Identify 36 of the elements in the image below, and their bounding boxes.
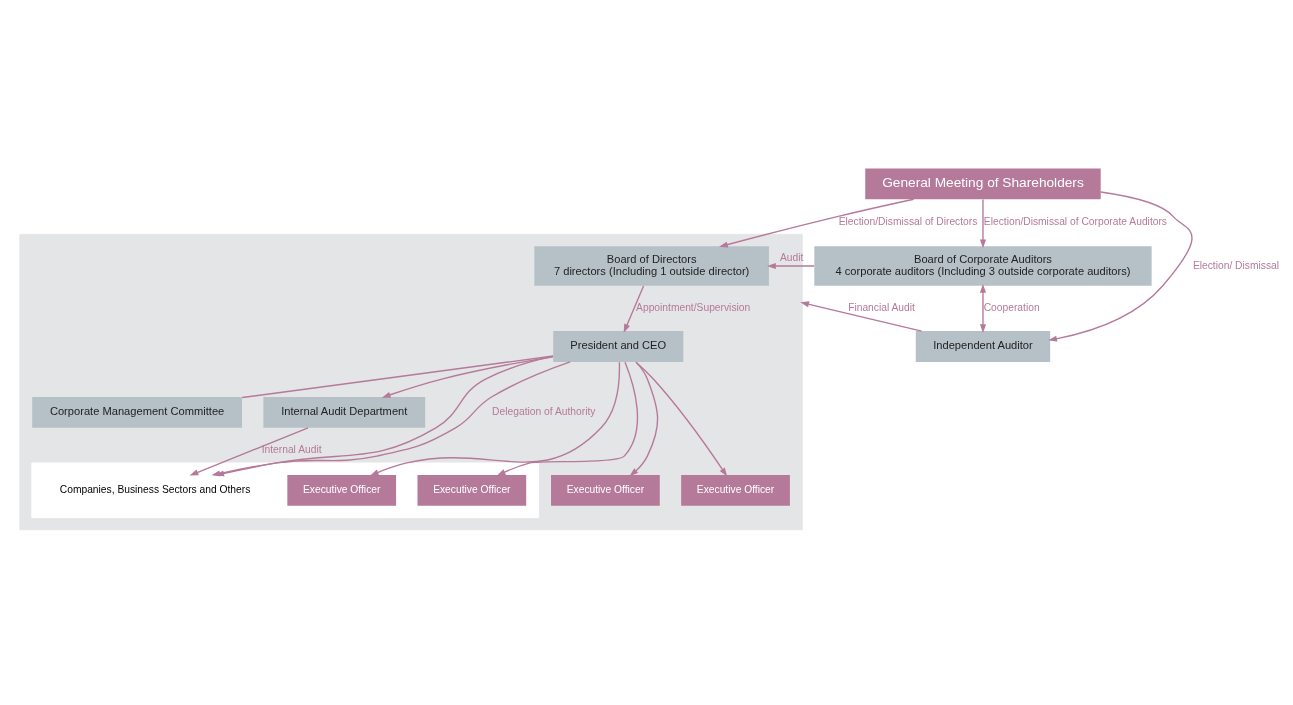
edge-label: Election/Dismissal of Directors bbox=[838, 215, 978, 227]
edge-label: Election/ Dismissal bbox=[1192, 259, 1280, 271]
node-box: Executive Officer bbox=[551, 474, 660, 506]
arrow bbox=[635, 361, 728, 477]
connector bbox=[241, 355, 554, 399]
node-box: President and CEO bbox=[553, 331, 684, 362]
edge-label: Delegation of Authority bbox=[492, 406, 596, 418]
node-box: Board of Corporate Auditors 4 corporate auditors (Including 3 outside corporate auditors) bbox=[814, 246, 1152, 286]
cluster bbox=[19, 233, 803, 531]
cluster bbox=[31, 462, 540, 519]
node-box: Corporate Management Committee bbox=[32, 397, 242, 428]
arrow bbox=[1048, 191, 1193, 342]
edge-label: Cooperation bbox=[983, 302, 1040, 314]
arrow bbox=[719, 198, 915, 248]
arrow bbox=[369, 361, 621, 476]
edge-label: Financial Audit bbox=[848, 302, 915, 314]
arrow bbox=[979, 198, 987, 249]
arrow bbox=[381, 356, 554, 398]
node-box: General Meeting of Shareholders bbox=[865, 168, 1101, 200]
node-box: Board of Directors 7 directors (Including 1 outside director) bbox=[534, 246, 769, 286]
arrow bbox=[623, 285, 645, 333]
node-box: Internal Audit Department bbox=[263, 397, 426, 428]
edge-label: Internal Audit bbox=[261, 444, 322, 456]
edge-label: Appointment/Supervision bbox=[636, 302, 751, 314]
node-box: Executive Officer bbox=[417, 474, 527, 506]
edge-label: Audit bbox=[779, 251, 804, 263]
arrow bbox=[800, 301, 923, 332]
edge-label: Election/Dismissal of Corporate Auditors bbox=[983, 215, 1168, 227]
node-box: Independent Auditor bbox=[915, 331, 1051, 362]
node-box: Executive Officer bbox=[287, 474, 397, 506]
arrow bbox=[979, 283, 987, 334]
arrow bbox=[629, 361, 659, 477]
arrow bbox=[767, 262, 815, 270]
arrow bbox=[496, 361, 639, 476]
node-text: Companies, Business Sectors and Others bbox=[59, 484, 251, 495]
node-box: Executive Officer bbox=[681, 474, 790, 506]
